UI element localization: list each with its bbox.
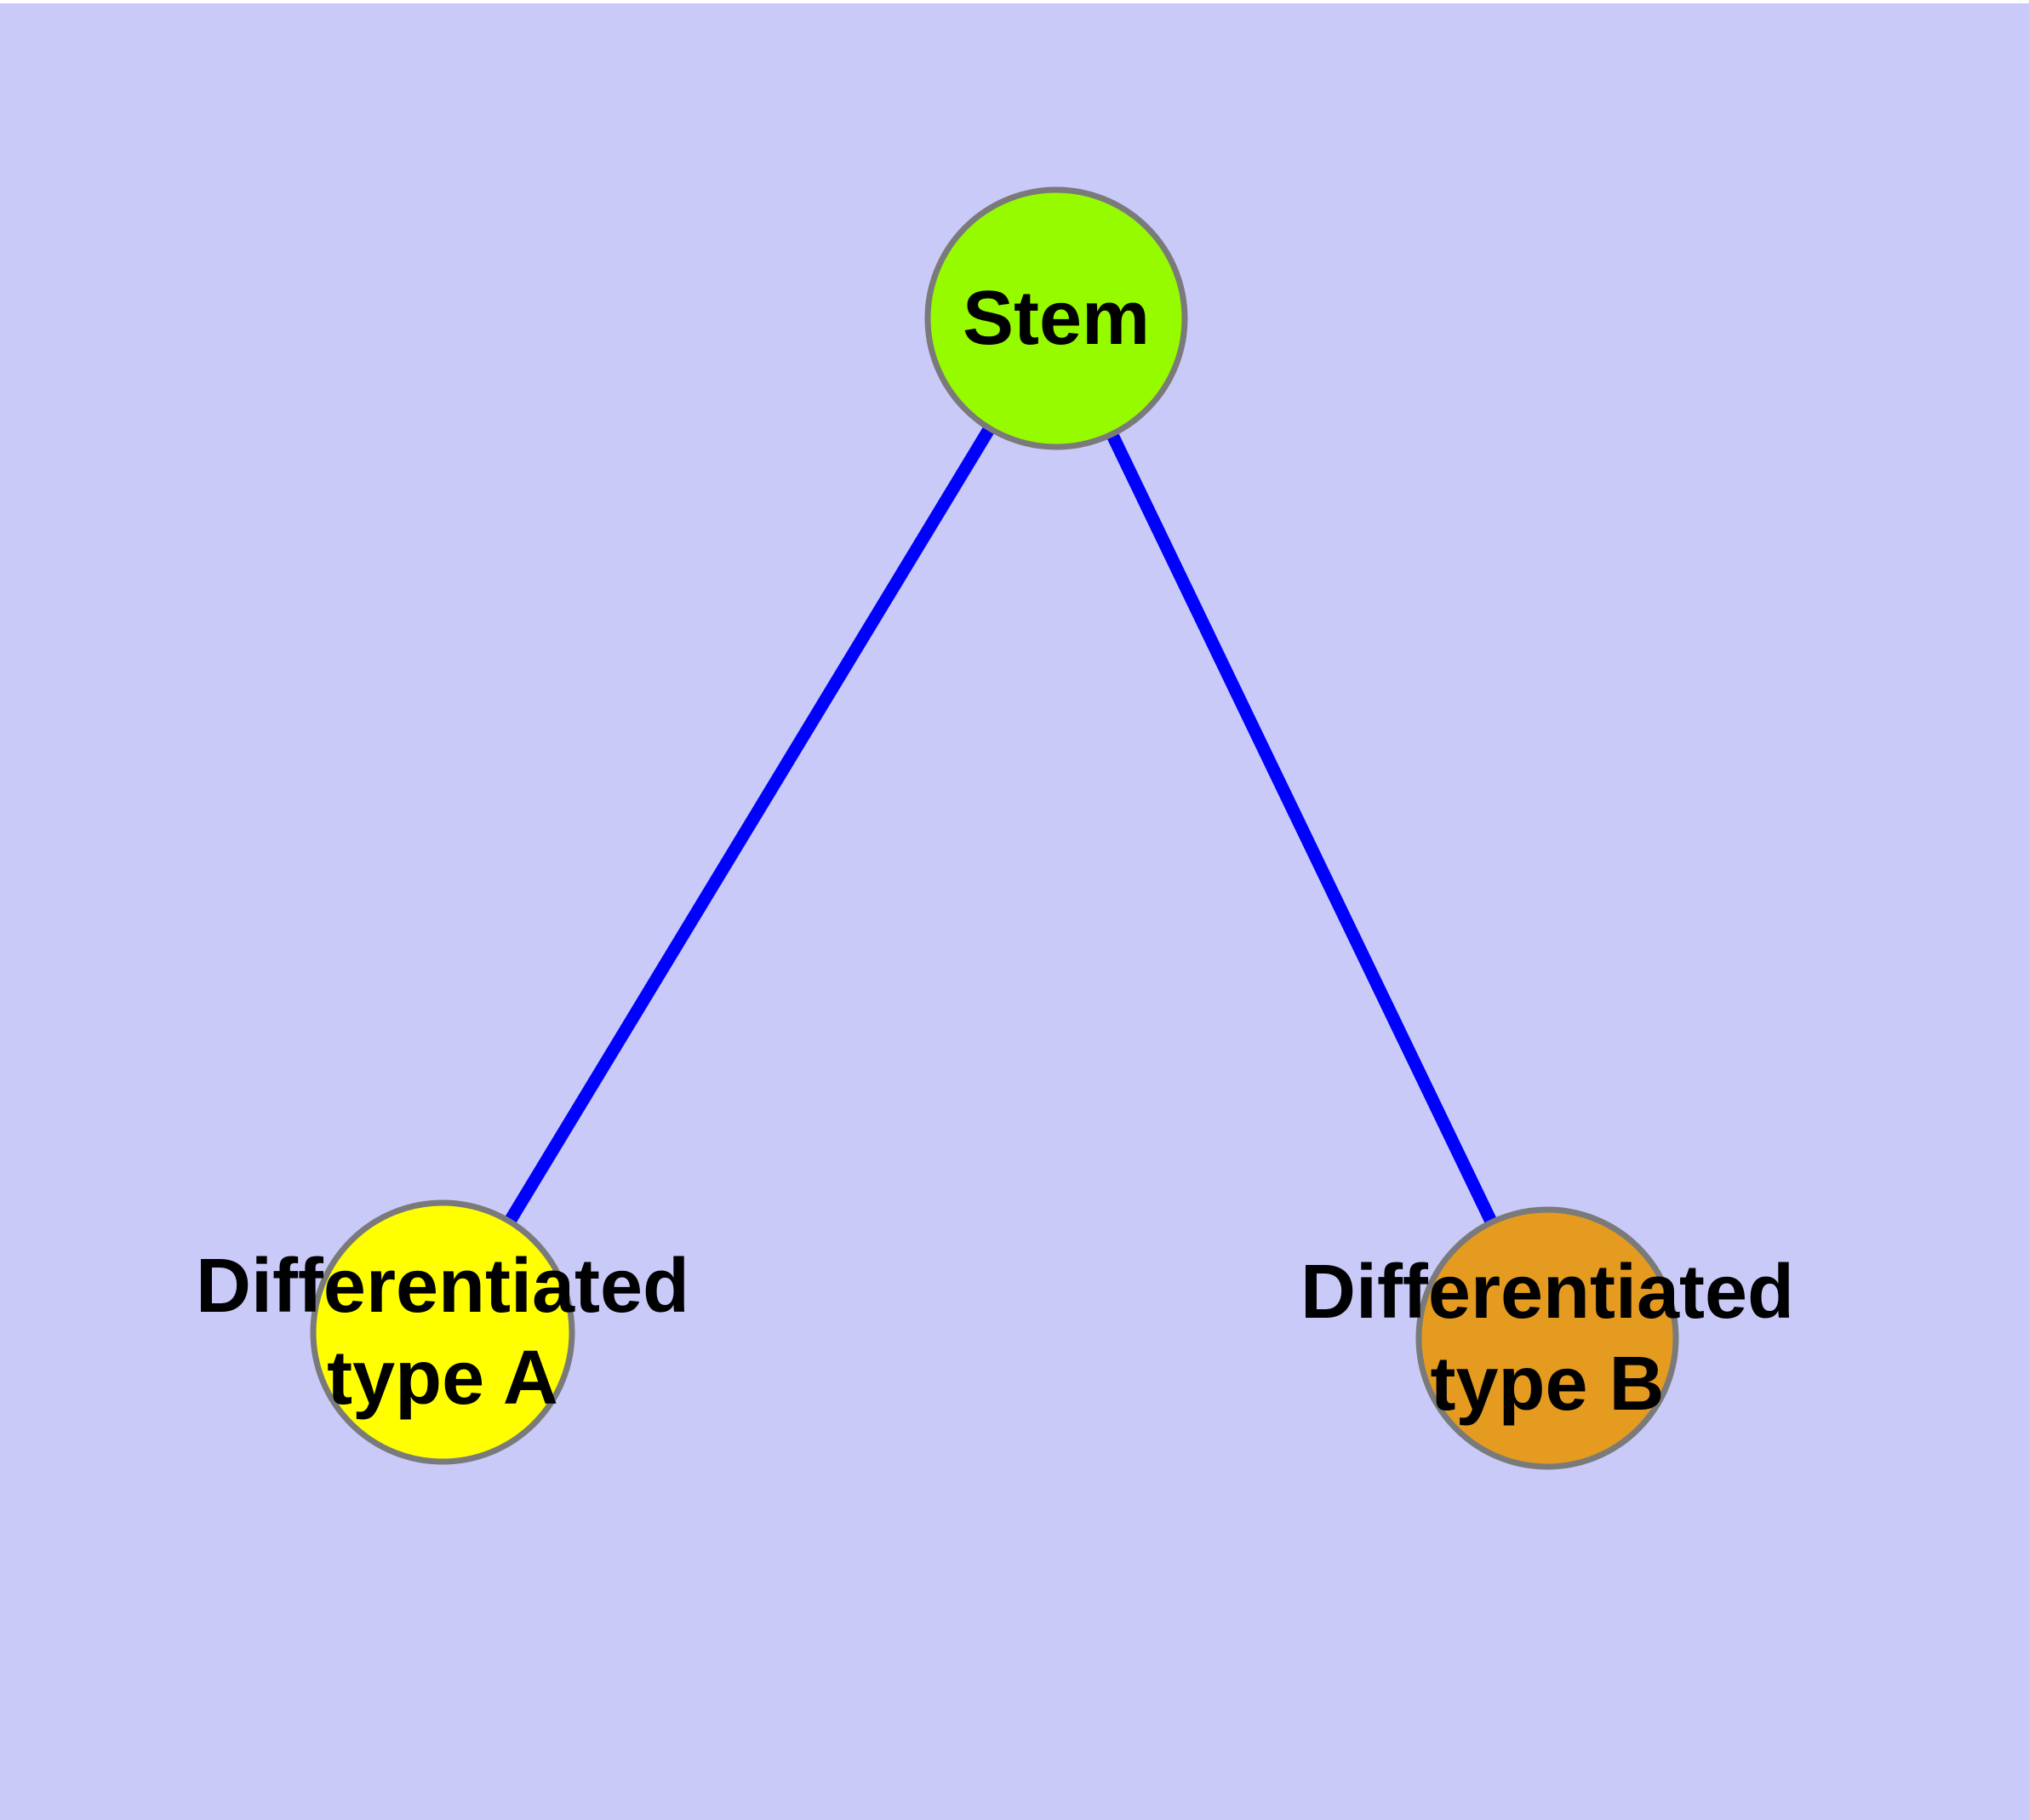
node-type-a-label-line1: Differentiated [196, 1244, 689, 1329]
top-margin-strip [0, 0, 2029, 3]
node-type-b-circle [1415, 1206, 1679, 1470]
node-type-a-label-line2: type A [327, 1336, 558, 1421]
node-differentiated-type-a: Differentiated type A [196, 1199, 689, 1465]
edge-stem-to-type-a [437, 315, 1062, 1336]
node-stem-circle [924, 186, 1188, 450]
graph-svg: Stem Differentiated type A Differentiate… [0, 3, 2029, 1820]
node-stem: Stem [924, 186, 1188, 450]
node-type-a-circle [310, 1199, 575, 1465]
node-type-b-label-line1: Differentiated [1300, 1250, 1794, 1335]
edge-stem-to-type-b [1050, 315, 1553, 1342]
node-stem-label: Stem [963, 276, 1150, 361]
node-type-b-label-line2: type B [1430, 1342, 1664, 1427]
node-differentiated-type-b: Differentiated type B [1300, 1206, 1794, 1470]
